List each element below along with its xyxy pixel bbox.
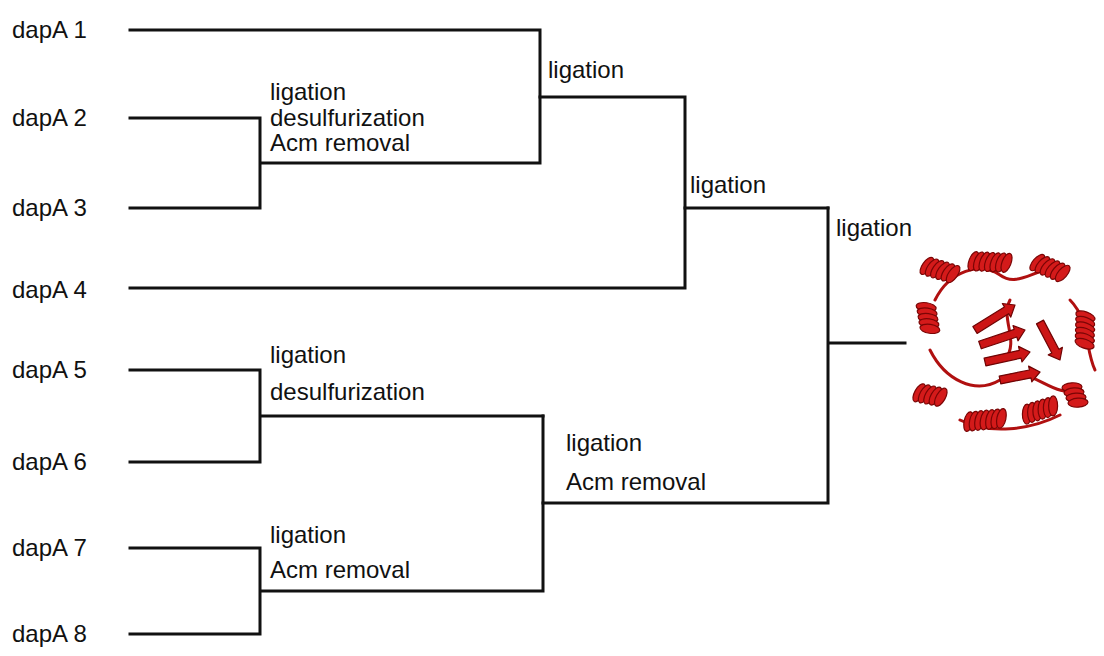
protein-part <box>1068 398 1088 408</box>
bracket-line <box>130 30 540 208</box>
fragment-name: dapA 6 <box>12 448 87 476</box>
protein-part <box>999 252 1015 274</box>
step-label: Acm removal <box>270 556 410 584</box>
fragment-name: dapA 2 <box>12 104 87 132</box>
step-label: ligation <box>548 56 624 84</box>
protein-part <box>919 323 940 335</box>
protein-part <box>1048 396 1057 416</box>
protein-part <box>1037 320 1063 360</box>
protein-part <box>973 304 1015 334</box>
bracket-line <box>685 207 828 210</box>
step-label: ligation <box>836 214 912 242</box>
fragment-name: dapA 7 <box>12 534 87 562</box>
protein-part <box>984 346 1030 366</box>
bracket-line <box>543 208 905 503</box>
fragment-name: dapA 8 <box>12 620 87 648</box>
step-label: ligation <box>270 341 346 369</box>
fragment-name: dapA 5 <box>12 356 87 384</box>
bracket-line <box>130 370 543 462</box>
protein-part <box>995 408 1008 429</box>
step-label: Acm removal <box>270 129 410 157</box>
step-label: ligation <box>690 171 766 199</box>
protein-part <box>944 263 963 285</box>
step-label: desulfurization <box>270 378 425 406</box>
fragment-name: dapA 4 <box>12 276 87 304</box>
step-label: ligation <box>270 78 346 106</box>
step-label: Acm removal <box>566 468 706 496</box>
step-label: ligation <box>270 521 346 549</box>
step-label: ligation <box>566 429 642 457</box>
step-label: desulfurization <box>270 104 425 132</box>
protein-part <box>1053 263 1073 284</box>
bracket-line <box>130 416 543 634</box>
protein-part <box>932 386 950 408</box>
fragment-name: dapA 3 <box>12 194 87 222</box>
protein-part <box>999 366 1040 384</box>
protein-part <box>1074 336 1096 351</box>
fragment-name: dapA 1 <box>12 16 87 44</box>
bracket-line <box>130 97 685 288</box>
protein-part <box>979 326 1025 349</box>
